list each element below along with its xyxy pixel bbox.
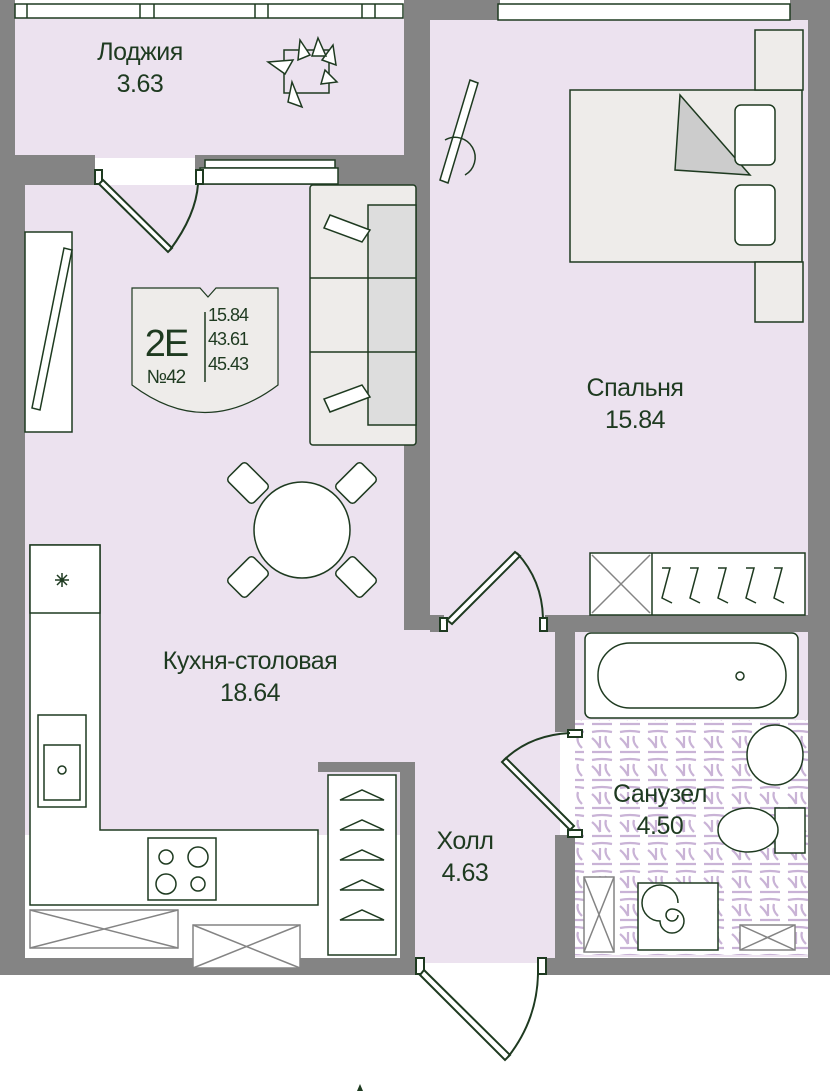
room-name: Кухня-столовая bbox=[162, 647, 338, 675]
room-bedroom: Спальня 15.84 bbox=[555, 372, 715, 436]
passage-floor bbox=[300, 615, 560, 765]
doors bbox=[94, 169, 583, 1062]
apartment-badge: 2E №42 15.84 43.61 45.43 bbox=[130, 285, 278, 415]
room-hall: Холл 4.63 bbox=[410, 825, 520, 889]
wardrobe bbox=[589, 552, 806, 616]
apartment-number: №42 bbox=[146, 367, 187, 388]
walls bbox=[0, 0, 830, 975]
dining-table bbox=[253, 481, 351, 579]
room-area: 18.64 bbox=[219, 679, 281, 707]
washbasin bbox=[746, 724, 804, 786]
hall-wardrobe bbox=[327, 774, 397, 956]
total-area-with-loggia: 45.43 bbox=[208, 354, 249, 374]
room-name: Спальня bbox=[586, 374, 684, 402]
room-area: 4.63 bbox=[441, 859, 489, 887]
room-name: Санузел bbox=[613, 780, 707, 808]
windows bbox=[14, 3, 791, 969]
room-area: 3.63 bbox=[116, 70, 164, 98]
room-name: Лоджия bbox=[97, 38, 183, 66]
north-arrow-icon bbox=[357, 1084, 363, 1091]
loggia-floor bbox=[14, 18, 406, 158]
apartment-type: 2E bbox=[144, 323, 189, 365]
furniture bbox=[24, 29, 806, 956]
plant-icon bbox=[265, 35, 339, 109]
living-area: 15.84 bbox=[208, 305, 249, 325]
hanger-icons bbox=[339, 567, 785, 921]
room-area: 4.50 bbox=[636, 812, 684, 840]
room-name: Холл bbox=[436, 827, 494, 855]
room-kitchen-dining: Кухня-столовая 18.64 bbox=[120, 645, 380, 709]
total-area: 43.61 bbox=[208, 329, 249, 349]
room-area: 15.84 bbox=[604, 406, 666, 434]
toilet bbox=[774, 807, 806, 854]
room-bathroom: Санузел 4.50 bbox=[590, 778, 730, 842]
room-loggia: Лоджия 3.63 bbox=[60, 36, 220, 100]
